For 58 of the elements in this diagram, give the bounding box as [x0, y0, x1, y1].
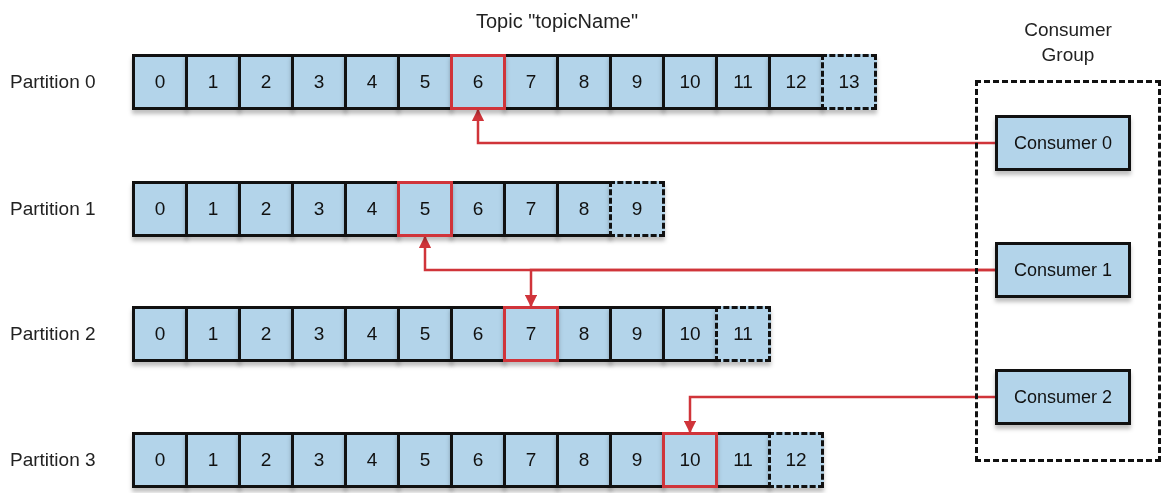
offset-cell: 11	[715, 54, 771, 110]
offset-cell: 12	[768, 432, 824, 488]
offset-cell: 9	[609, 181, 665, 237]
offset-cell: 9	[609, 54, 665, 110]
offset-cell: 3	[291, 432, 347, 488]
offset-cell: 0	[132, 432, 188, 488]
offset-cell: 12	[768, 54, 824, 110]
offset-cell: 13	[821, 54, 877, 110]
arrow	[683, 395, 995, 434]
group-label: Consumer Group	[1023, 18, 1113, 67]
offset-cell: 5	[397, 432, 453, 488]
offset-cell: 7	[503, 306, 559, 362]
offset-cell: 5	[397, 181, 453, 237]
offset-cell: 7	[503, 181, 559, 237]
offset-cell: 3	[291, 181, 347, 237]
partition-label: Partition 0	[9, 71, 97, 93]
arrow	[524, 268, 995, 308]
offset-cell: 9	[609, 432, 665, 488]
offset-cell: 0	[132, 54, 188, 110]
arrow	[471, 108, 995, 145]
offset-cell: 2	[238, 54, 294, 110]
offset-cell: 11	[715, 432, 771, 488]
offset-cell: 10	[662, 306, 718, 362]
consumer-box: Consumer 1	[995, 242, 1131, 298]
offset-cell: 11	[715, 306, 771, 362]
offset-cell: 4	[344, 306, 400, 362]
offset-cell: 0	[132, 306, 188, 362]
offset-cell: 2	[238, 432, 294, 488]
offset-cell: 0	[132, 181, 188, 237]
consumer-box: Consumer 0	[995, 115, 1131, 171]
offset-cell: 6	[450, 432, 506, 488]
offset-cell: 8	[556, 54, 612, 110]
offset-cell: 6	[450, 54, 506, 110]
offset-cell: 9	[609, 306, 665, 362]
offset-cell: 8	[556, 181, 612, 237]
offset-cell: 4	[344, 432, 400, 488]
offset-cell: 5	[397, 306, 453, 362]
offset-cell: 3	[291, 54, 347, 110]
offset-cell: 7	[503, 432, 559, 488]
offset-cell: 10	[662, 54, 718, 110]
topic-title: Topic "topicName"	[474, 10, 639, 33]
offset-cell: 1	[185, 432, 241, 488]
offset-cell: 6	[450, 306, 506, 362]
offset-cell: 10	[662, 432, 718, 488]
partition-label: Partition 2	[9, 323, 97, 345]
offset-cell: 1	[185, 54, 241, 110]
offset-cell: 8	[556, 432, 612, 488]
offset-cell: 5	[397, 54, 453, 110]
offset-cell: 2	[238, 181, 294, 237]
offset-cell: 3	[291, 306, 347, 362]
offset-cell: 4	[344, 54, 400, 110]
partition-label: Partition 3	[9, 449, 97, 471]
offset-cell: 2	[238, 306, 294, 362]
consumer-box: Consumer 2	[995, 369, 1131, 425]
partition-label: Partition 1	[9, 198, 97, 220]
offset-cell: 4	[344, 181, 400, 237]
offset-cell: 1	[185, 306, 241, 362]
offset-cell: 1	[185, 181, 241, 237]
